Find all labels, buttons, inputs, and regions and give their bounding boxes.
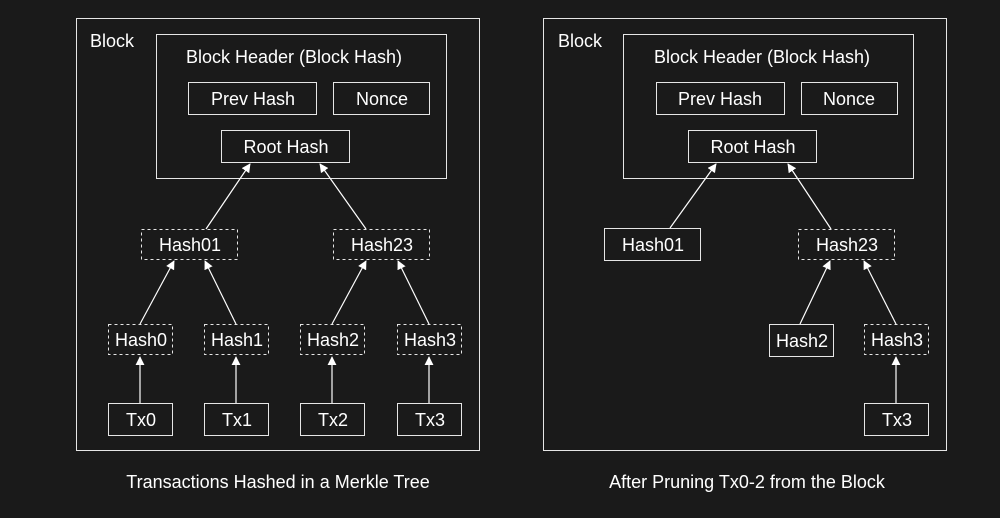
right-prev-hash-label: Prev Hash <box>677 89 763 109</box>
left-hash01-box <box>141 229 238 260</box>
right-hash01-label: Hash01 <box>621 235 685 255</box>
left-hash0-label: Hash0 <box>114 330 168 350</box>
left-tx0-label: Tx0 <box>125 410 157 430</box>
right-nonce-label: Nonce <box>822 89 876 109</box>
left-tx2-label: Tx2 <box>317 410 349 430</box>
right-hash01-box <box>604 228 701 261</box>
left-tx1-box <box>204 403 269 436</box>
right-block-frame <box>543 18 947 451</box>
right-hash2-box <box>769 324 834 357</box>
right-hash23-label: Hash23 <box>815 235 879 255</box>
right-block-label: Block <box>558 31 603 51</box>
right-prev-hash-box <box>656 82 785 115</box>
left-arrow-hash3-to-hash23 <box>397 260 430 325</box>
left-nonce-box <box>333 82 430 115</box>
right-hash3-box <box>864 324 929 355</box>
left-tx3-label: Tx3 <box>414 410 446 430</box>
right-root-hash-label: Root Hash <box>710 137 796 157</box>
left-block-frame <box>76 18 480 451</box>
left-tx2-box <box>300 403 365 436</box>
left-hash23-label: Hash23 <box>350 235 414 255</box>
right-arrow-hash2-to-hash23 <box>799 260 831 325</box>
left-arrow-hash1-to-hash01 <box>204 260 237 325</box>
left-arrow-hash0-to-hash01 <box>139 260 175 325</box>
right-arrow-hash01-to-root <box>669 163 717 229</box>
left-hash0-box <box>108 324 173 355</box>
left-arrow-hash2-to-hash23 <box>331 260 367 325</box>
left-block-label: Block <box>90 31 135 51</box>
left-nonce-label: Nonce <box>355 89 409 109</box>
right-nonce-box <box>801 82 898 115</box>
left-block-header-label: Block Header (Block Hash) <box>185 47 403 67</box>
left-hash01-label: Hash01 <box>158 235 222 255</box>
right-hash3-label: Hash3 <box>870 330 924 350</box>
left-hash3-box <box>397 324 462 355</box>
left-block-header-box <box>156 34 447 179</box>
right-tx3-label: Tx3 <box>881 410 913 430</box>
right-tx3-box <box>864 403 929 436</box>
right-block-header-box <box>623 34 914 179</box>
left-caption: Transactions Hashed in a Merkle Tree <box>126 472 430 492</box>
left-hash3-label: Hash3 <box>403 330 457 350</box>
right-arrow-hash3-to-hash23 <box>863 260 897 325</box>
left-hash2-label: Hash2 <box>306 330 360 350</box>
left-hash1-box <box>204 324 269 355</box>
right-root-hash-box <box>688 130 817 163</box>
left-arrow-hash01-to-root <box>205 163 251 230</box>
left-root-hash-label: Root Hash <box>243 137 329 157</box>
right-hash2-label: Hash2 <box>775 331 829 351</box>
right-hash23-box <box>798 229 895 260</box>
left-tx0-box <box>108 403 173 436</box>
right-caption: After Pruning Tx0-2 from the Block <box>609 472 885 492</box>
left-tx1-label: Tx1 <box>221 410 253 430</box>
left-tx3-box <box>397 403 462 436</box>
right-arrow-hash23-to-root <box>787 163 832 230</box>
left-arrow-hash23-to-root <box>319 163 367 230</box>
right-block-header-label: Block Header (Block Hash) <box>653 47 871 67</box>
left-prev-hash-box <box>188 82 317 115</box>
left-hash1-label: Hash1 <box>210 330 264 350</box>
left-root-hash-box <box>221 130 350 163</box>
left-hash2-box <box>300 324 365 355</box>
left-hash23-box <box>333 229 430 260</box>
left-prev-hash-label: Prev Hash <box>210 89 296 109</box>
